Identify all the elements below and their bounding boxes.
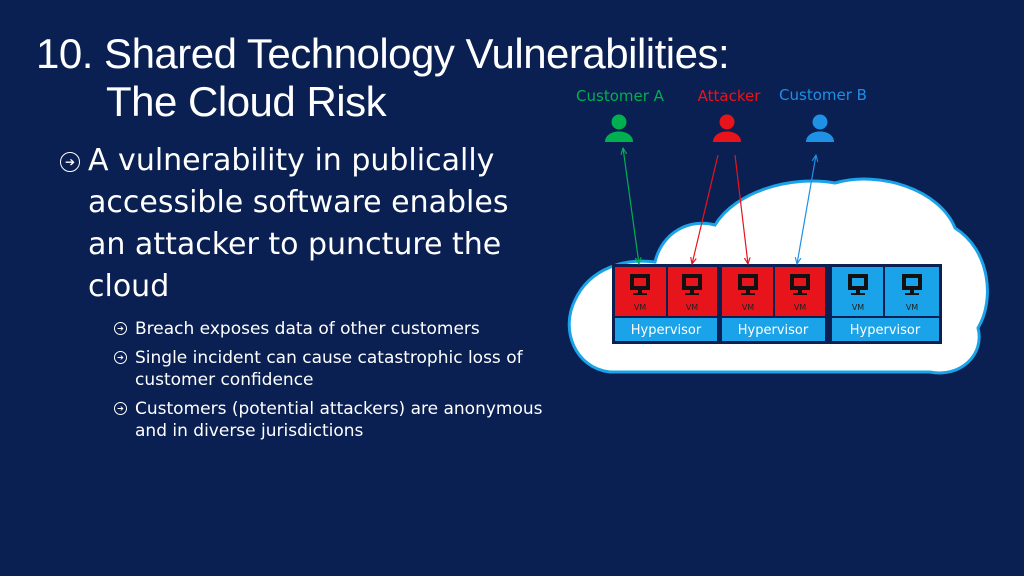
vm-label: VM (634, 303, 646, 312)
title-line-1: 10. Shared Technology Vulnerabilities: (36, 30, 730, 77)
sub-bullet-list: ➔ Breach exposes data of other customers… (88, 318, 550, 442)
sub-bullet: ➔ Customers (potential attackers) are an… (114, 398, 550, 442)
monitor-icon (682, 274, 702, 295)
bullet-list: ➔ A vulnerability in publically accessib… (60, 140, 550, 449)
arrow-circle-icon: ➔ (114, 402, 127, 415)
customer-a-label: Customer A (576, 87, 665, 105)
attacker-connector-left (692, 154, 719, 264)
sub-bullet-text: Breach exposes data of other customers (135, 319, 480, 339)
main-bullet-text: A vulnerability in publically accessible… (88, 143, 509, 304)
customer-b-user-icon (806, 114, 834, 142)
arrow-circle-icon: ➔ (114, 351, 127, 364)
hypervisor-bar (832, 318, 939, 341)
vm-label: VM (906, 303, 918, 312)
monitor-icon (738, 274, 758, 295)
attacker-connector-right (734, 154, 748, 264)
attacker-label: Attacker (698, 87, 762, 105)
hypervisor-bar (615, 318, 717, 341)
vm-label: VM (686, 303, 698, 312)
customer-b-connector (797, 155, 816, 264)
customer-a-user-icon (605, 114, 633, 142)
main-bullet: ➔ A vulnerability in publically accessib… (60, 140, 550, 442)
vm-label: VM (794, 303, 806, 312)
monitor-icon (902, 274, 922, 295)
host-3: VM VM Hypervisor (832, 267, 939, 341)
host-1: VM VM Hypervisor (615, 267, 717, 341)
vm-label: VM (742, 303, 754, 312)
customer-b-label: Customer B (779, 86, 867, 104)
attacker-user-icon (713, 114, 741, 142)
slide-title: 10. Shared Technology Vulnerabilities: T… (36, 30, 730, 126)
sub-bullet-text: Single incident can cause catastrophic l… (135, 348, 523, 390)
arrow-circle-icon: ➔ (60, 152, 80, 172)
hypervisor-bar (722, 318, 825, 341)
hypervisor-label: Hypervisor (631, 323, 702, 338)
title-line-2: The Cloud Risk (106, 78, 387, 125)
customer-a-connector (623, 148, 639, 264)
hypervisor-label: Hypervisor (850, 323, 921, 338)
monitor-icon (848, 274, 868, 295)
sub-bullet: ➔ Breach exposes data of other customers (114, 318, 550, 340)
sub-bullet-text: Customers (potential attackers) are anon… (135, 399, 543, 441)
monitor-icon (790, 274, 810, 295)
sub-bullet: ➔ Single incident can cause catastrophic… (114, 347, 550, 391)
arrow-circle-icon: ➔ (114, 322, 127, 335)
host-2: VM VM Hypervisor (722, 267, 825, 341)
hypervisor-label: Hypervisor (738, 323, 809, 338)
monitor-icon (630, 274, 650, 295)
vm-label: VM (852, 303, 864, 312)
